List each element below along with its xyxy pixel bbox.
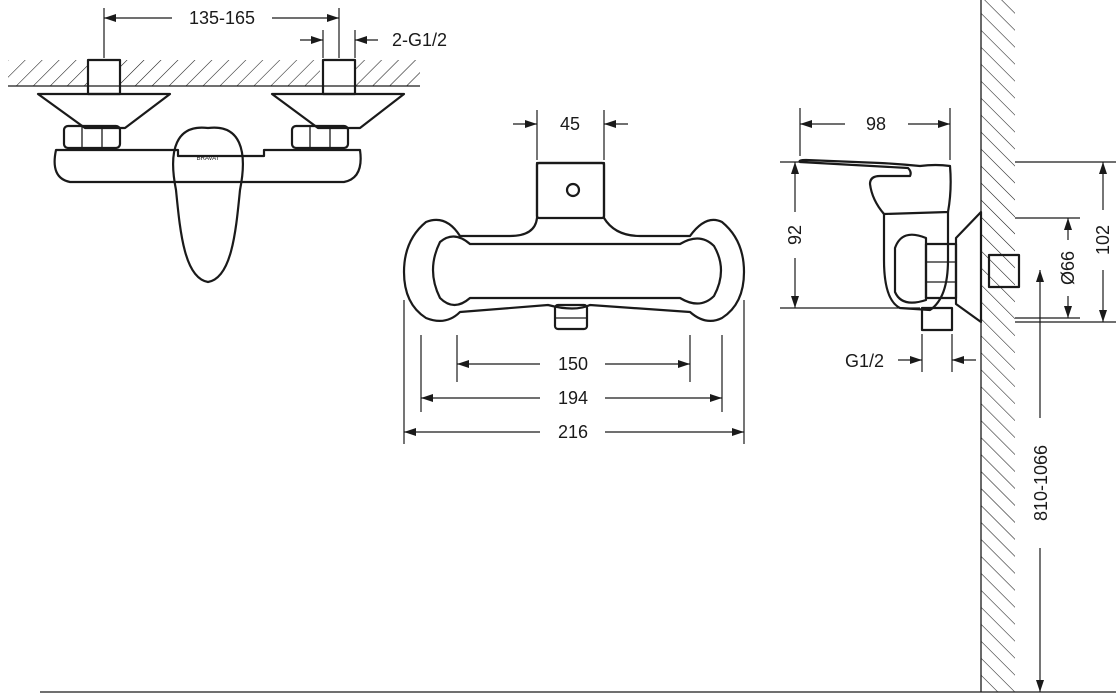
plan-view: 45 150 194 216 xyxy=(402,110,746,444)
dim-width-194: 194 xyxy=(558,388,588,408)
inlet-pipe-side xyxy=(987,253,1021,289)
flange-side xyxy=(954,210,983,324)
dim-height-92: 92 xyxy=(785,225,805,245)
wall-hatch-right xyxy=(355,60,420,86)
flange-right xyxy=(270,92,406,130)
dim-inlet-thread: 2-G1/2 xyxy=(392,30,447,50)
dim-outlet-thread: G1/2 xyxy=(845,351,884,371)
dim-flange-diameter: Ø66 xyxy=(1058,251,1078,285)
nut-hex-side xyxy=(924,242,958,300)
wall-hatch-left xyxy=(8,60,88,86)
dim-width-150: 150 xyxy=(558,354,588,374)
dim-mounting-height: 810-1066 xyxy=(1031,445,1051,521)
stem-hole xyxy=(565,182,581,198)
faucet-body-side xyxy=(882,210,950,312)
outlet-plan xyxy=(553,303,589,331)
flange-left xyxy=(36,92,172,130)
nut-side xyxy=(893,233,928,304)
body-inner-outline xyxy=(431,235,723,307)
front-view: BRAVAT 135-165 2-G1/2 xyxy=(8,8,447,284)
dim-depth: 98 xyxy=(866,114,886,134)
inlet-pipe-left xyxy=(86,58,122,96)
nut-left xyxy=(62,124,122,150)
side-view: 98 92 102 Ø66 G1/2 xyxy=(40,0,1116,693)
lever-handle-side xyxy=(798,158,952,216)
dim-spacing: 135-165 xyxy=(189,8,255,28)
faucet-body-plan xyxy=(402,161,746,323)
faucet-body-front xyxy=(53,148,362,184)
nut-right xyxy=(290,124,350,150)
inlet-pipe-right xyxy=(321,58,357,96)
wall-hatch-middle xyxy=(120,60,320,86)
handle-stem xyxy=(535,161,606,220)
outlet-side xyxy=(920,306,954,332)
wall-hatch-vertical xyxy=(981,0,1015,692)
dim-height-102: 102 xyxy=(1093,225,1113,255)
brand-mark: BRAVAT xyxy=(197,156,220,162)
lever-handle-front xyxy=(172,126,244,284)
dim-width-216: 216 xyxy=(558,422,588,442)
dim-body-center: 45 xyxy=(560,114,580,134)
